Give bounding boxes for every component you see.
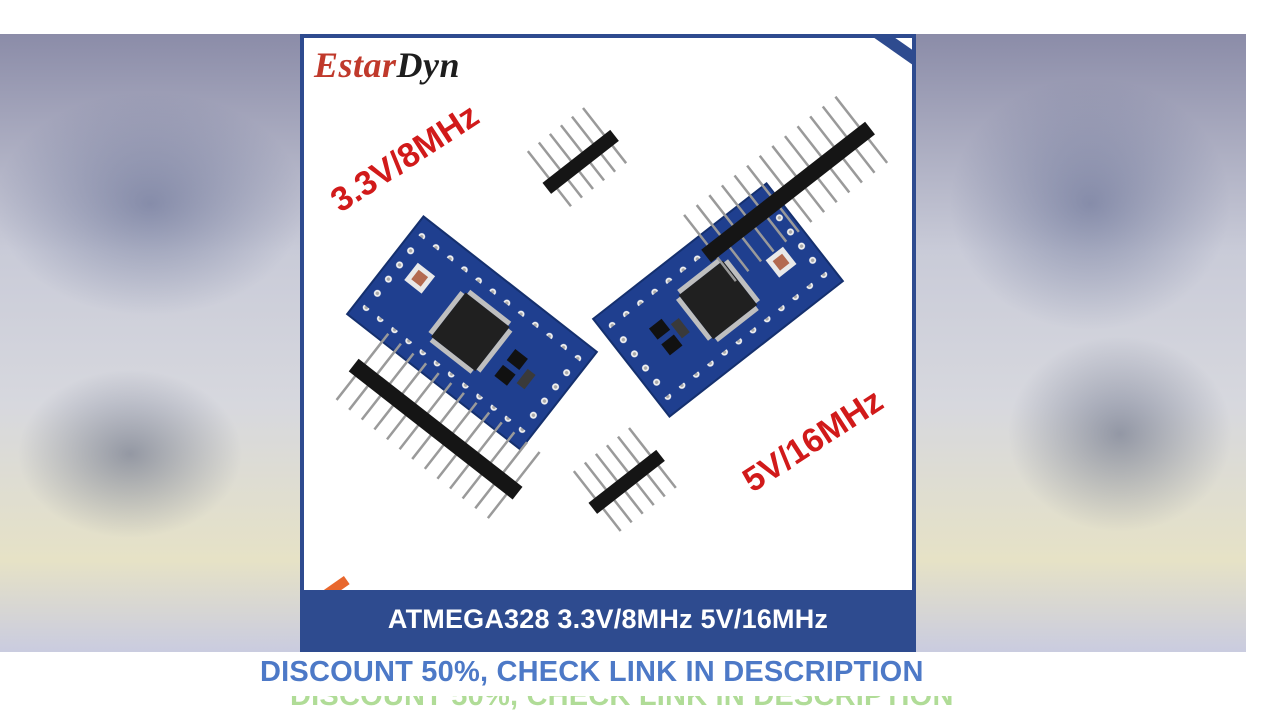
right-border — [1246, 0, 1280, 720]
caption-band: ATMEGA328 3.3V/8MHz 5V/16MHz — [304, 590, 912, 648]
pin-header-icon — [335, 332, 541, 519]
pin-header-icon — [683, 95, 889, 282]
boards-illustration — [335, 95, 889, 532]
chip-icon — [428, 289, 513, 374]
brand-logo-first: Estar — [314, 45, 397, 85]
brand-logo-rest: Dyn — [396, 45, 461, 85]
product-caption: ATMEGA328 3.3V/8MHz 5V/16MHz — [387, 603, 829, 634]
discount-banner: DISCOUNT 50%, CHECK LINK IN DESCRIPTION … — [0, 652, 1246, 720]
pro-mini-board-icon — [591, 182, 845, 418]
discount-ghost-text: DISCOUNT 50%, CHECK LINK IN DESCRIPTION — [290, 696, 954, 712]
top-border — [0, 0, 1280, 34]
chip-icon — [675, 257, 761, 343]
pin-header-icon — [572, 427, 677, 532]
pin-header-icon — [526, 107, 628, 208]
brand-logo: EstarDyn — [314, 44, 460, 86]
product-image: EstarDyn — [300, 34, 916, 652]
pro-mini-board-icon — [345, 215, 599, 451]
discount-ghost-mask: DISCOUNT 50%, CHECK LINK IN DESCRIPTION — [0, 696, 1246, 720]
discount-text: DISCOUNT 50%, CHECK LINK IN DESCRIPTION — [260, 656, 924, 688]
